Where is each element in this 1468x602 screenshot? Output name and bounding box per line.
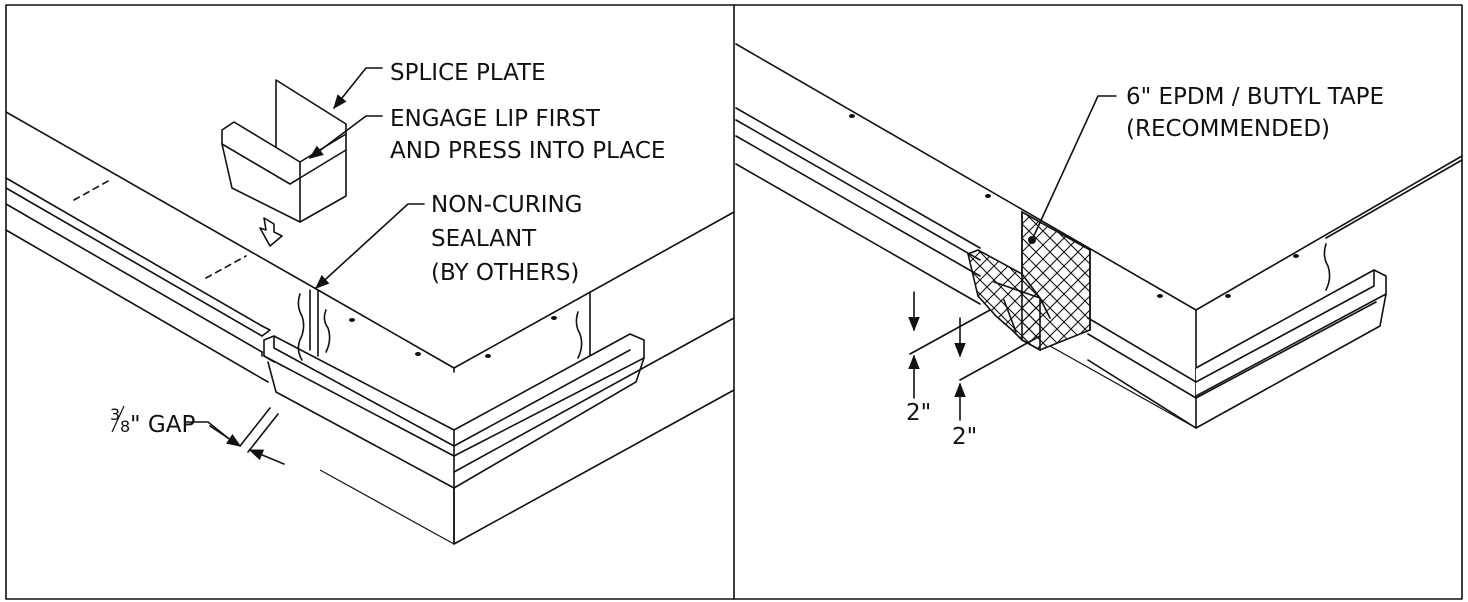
sealant-label-line3: (BY OTHERS) [431,260,579,286]
sealant-label-line2: SEALANT [431,226,537,252]
left-panel: SPLICE PLATE ENGAGE LIP FIRST AND PRESS … [5,60,735,545]
gap-text: " GAP [130,412,195,438]
gap-label: 3 8 " GAP [110,405,195,438]
engage-lip-label-line1: ENGAGE LIP FIRST [390,106,601,132]
sealant-label-line1: NON-CURING [431,192,583,218]
tape-label-line2: (RECOMMENDED) [1126,116,1330,142]
dimension-label-lower: 2" [952,424,977,450]
splice-plate-label: SPLICE PLATE [390,60,546,86]
gap-fraction-numerator: 3 [110,405,120,424]
gap-fraction-denominator: 8 [120,417,130,436]
tape-label-line1: 6" EPDM / BUTYL TAPE [1126,84,1384,110]
engage-lip-label-line2: AND PRESS INTO PLACE [390,138,665,164]
right-panel: 6" EPDM / BUTYL TAPE (RECOMMENDED) 2" 2" [735,43,1463,450]
dimension-label-upper: 2" [906,400,931,426]
